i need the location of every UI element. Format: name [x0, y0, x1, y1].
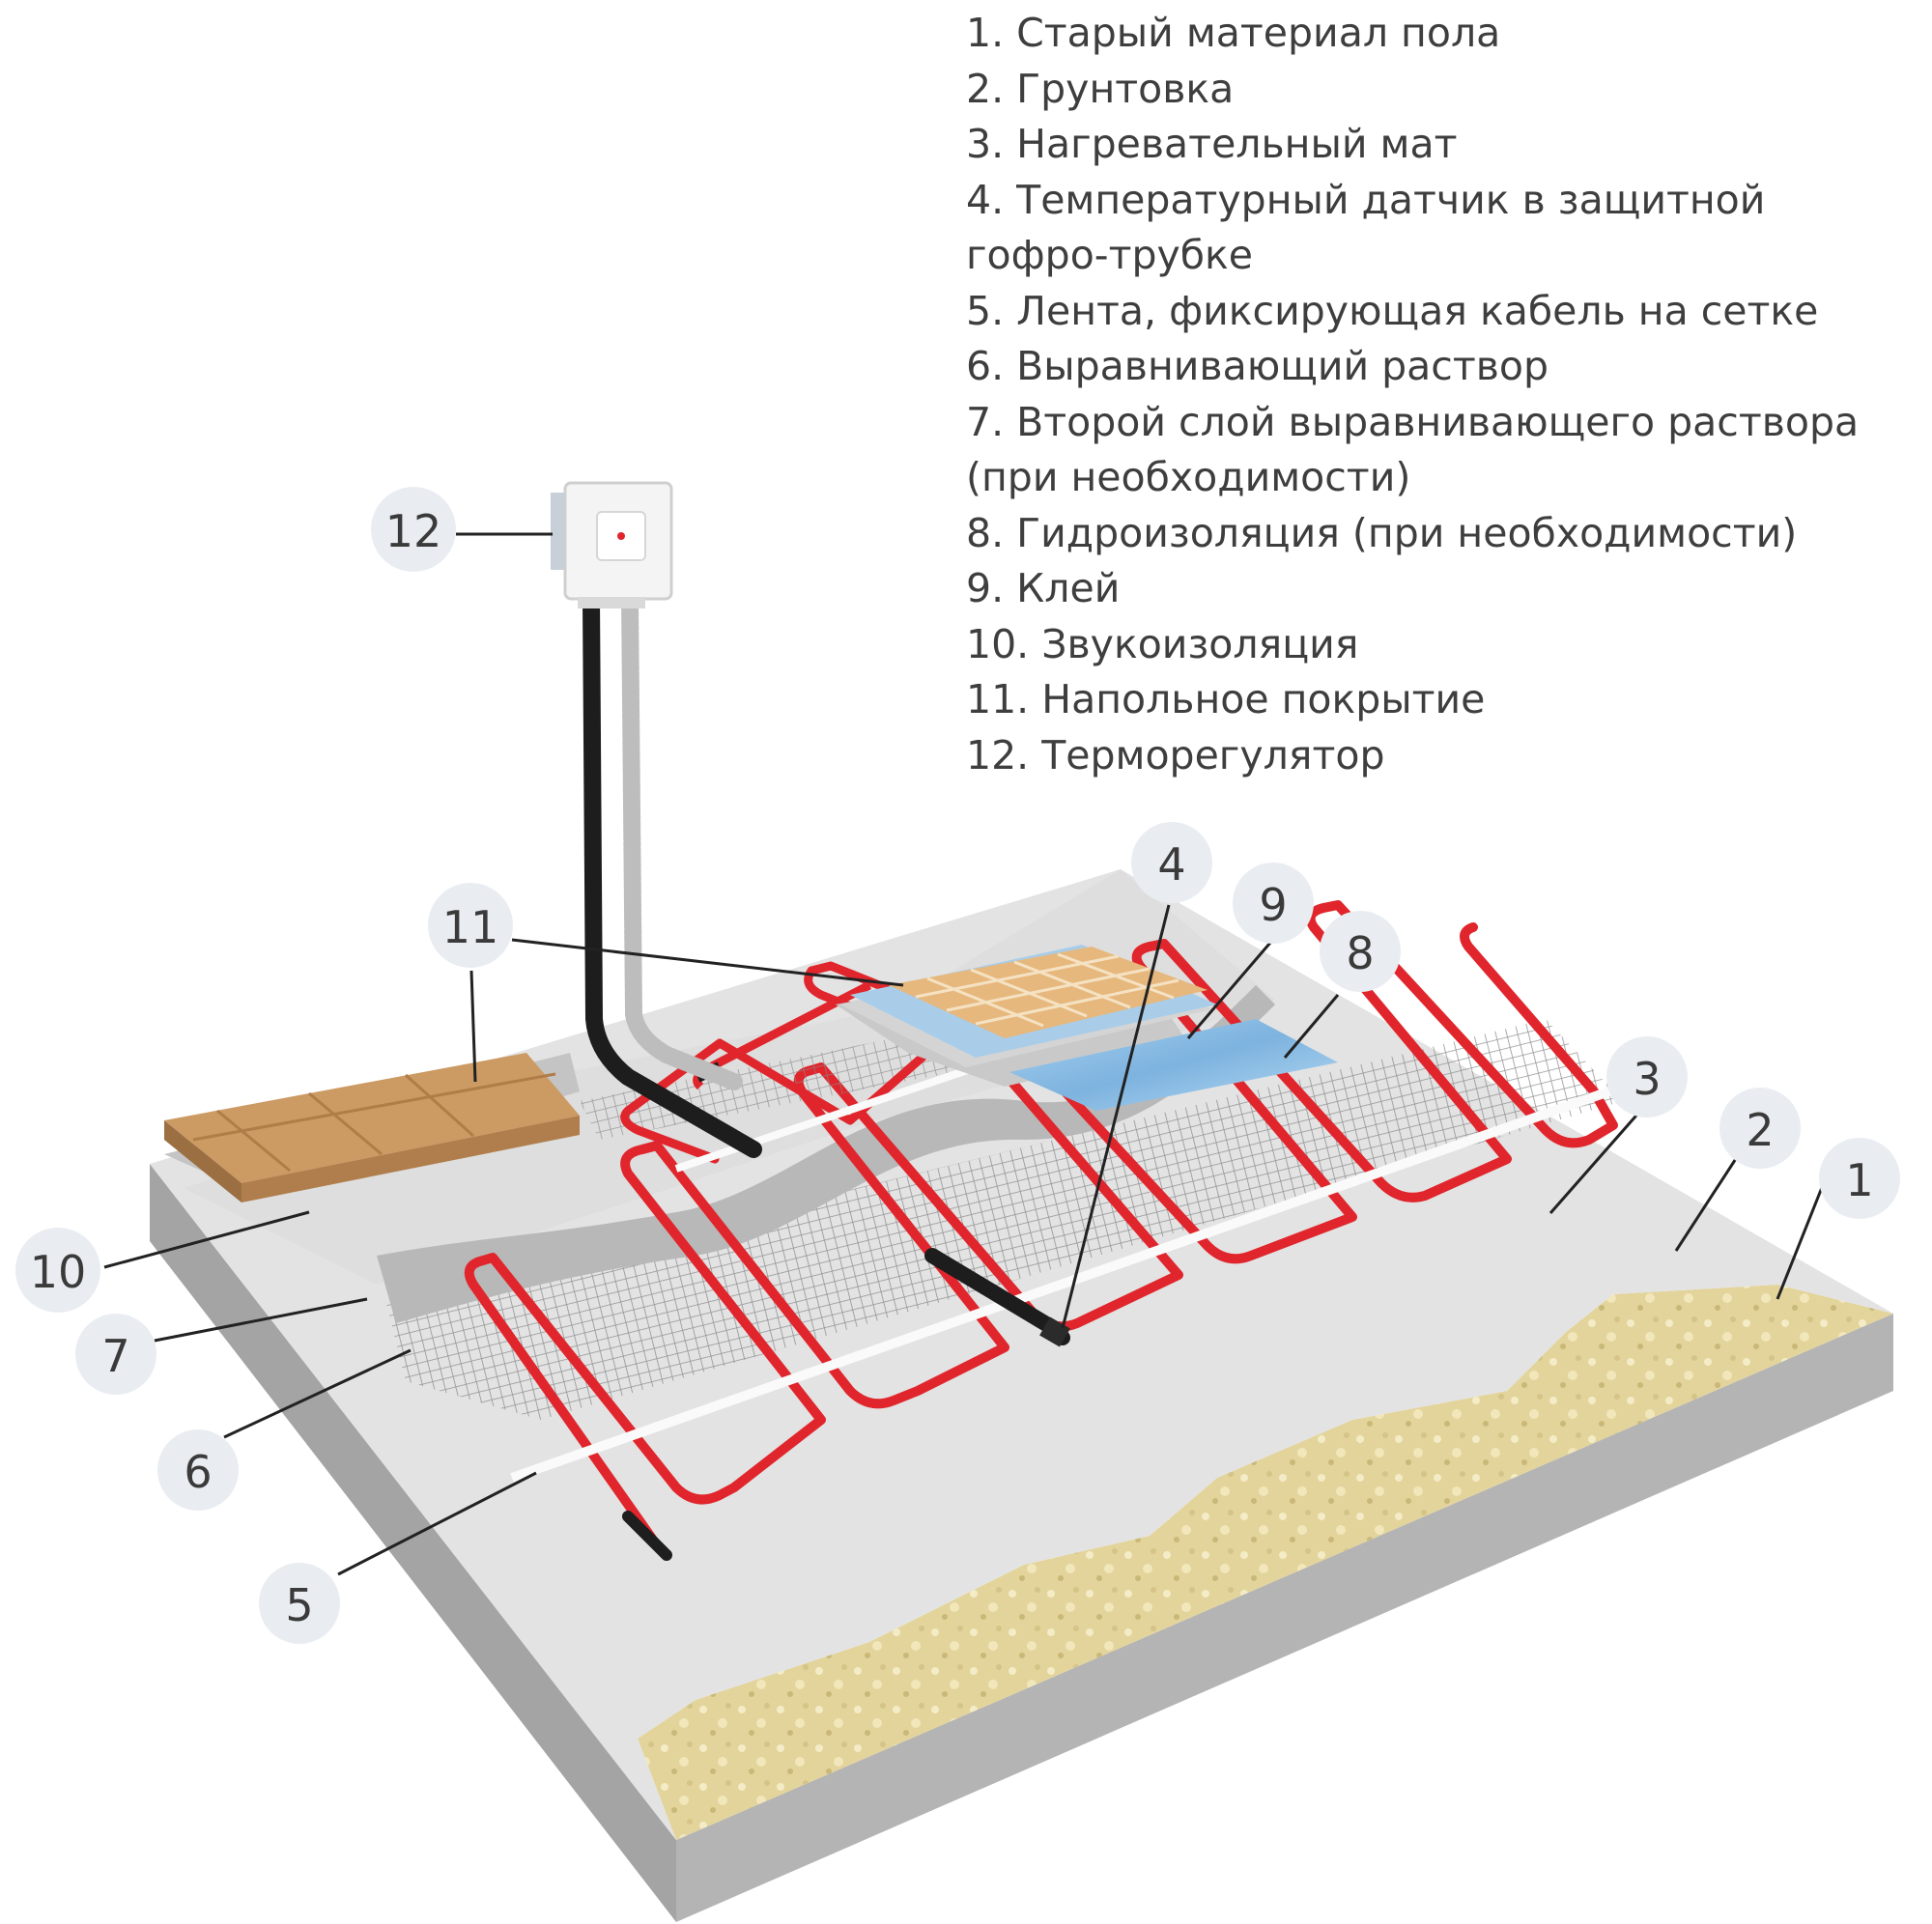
legend-item-4-cont: гофро-трубке — [966, 232, 1254, 278]
fixing-tape — [510, 1082, 1625, 1483]
callout-6: 6 — [157, 1429, 239, 1511]
wood-floor-edge-front — [242, 1116, 580, 1202]
svg-text:7: 7 — [101, 1330, 129, 1382]
svg-text:4: 4 — [1157, 838, 1185, 891]
wood-plank-line — [216, 1109, 291, 1173]
sensor-corrugated-tube — [621, 590, 743, 1090]
old-floor-layer — [638, 1285, 1893, 1840]
slab-left-side — [150, 1164, 676, 1922]
svg-text:1: 1 — [1845, 1154, 1873, 1206]
callout-1: 1 — [1819, 1138, 1900, 1219]
waterproofing-layer — [1009, 1019, 1338, 1111]
leader-lines — [103, 532, 1825, 1576]
leveling-screed-layer — [377, 985, 1275, 1323]
slab-right-side — [676, 1314, 1893, 1922]
legend-item-7: 7. Второй слой выравнивающего раствора — [966, 398, 1860, 445]
front-heating-cable — [464, 900, 1618, 1550]
wood-plank-line — [404, 1073, 475, 1138]
svg-text:10: 10 — [30, 1246, 87, 1298]
svg-text:9: 9 — [1259, 879, 1287, 931]
callout-12: 12 — [371, 487, 456, 572]
legend-item-12: 12. Терморегулятор — [966, 731, 1385, 778]
legend-item-4: 4. Температурный датчик в защитной — [966, 176, 1766, 223]
callout-5: 5 — [259, 1563, 340, 1644]
legend-item-10: 10. Звукоизоляция — [966, 620, 1359, 667]
svg-text:3: 3 — [1633, 1053, 1661, 1105]
cable-end — [622, 1511, 672, 1561]
svg-text:12: 12 — [385, 505, 442, 557]
svg-text:5: 5 — [285, 1579, 313, 1631]
callout-11: 11 — [428, 883, 513, 968]
tile-floor-top — [889, 947, 1208, 1038]
thermostat-indicator-icon — [617, 532, 625, 540]
legend-list: 1. Старый материал пола 2. Грунтовка 3. … — [966, 6, 1893, 783]
callout-9: 9 — [1233, 863, 1314, 944]
legend-item-2: 2. Грунтовка — [966, 65, 1235, 112]
thermostat-cable-gland — [578, 597, 645, 608]
svg-text:8: 8 — [1346, 927, 1374, 979]
callout-8: 8 — [1320, 911, 1401, 992]
legend-item-3: 3. Нагревательный мат — [966, 121, 1458, 167]
callout-3: 3 — [1606, 1036, 1688, 1118]
callout-10: 10 — [15, 1228, 100, 1313]
legend-item-6: 6. Выравнивающий раствор — [966, 343, 1549, 389]
legend-item-1: 1. Старый материал пола — [966, 10, 1501, 56]
svg-text:11: 11 — [442, 901, 499, 953]
wood-plank-line — [308, 1091, 383, 1156]
legend-item-5: 5. Лента, фиксирующая кабель на сетке — [966, 287, 1819, 334]
legend-item-11: 11. Напольное покрытие — [966, 676, 1486, 722]
wood-floor-edge — [164, 1120, 242, 1202]
power-cable — [582, 590, 762, 1158]
legend-item-7-cont: (при необходимости) — [966, 454, 1411, 500]
callout-4: 4 — [1131, 822, 1212, 903]
svg-text:2: 2 — [1746, 1104, 1774, 1156]
back-fixing-tape — [674, 1054, 1007, 1173]
svg-text:6: 6 — [184, 1446, 212, 1498]
legend-item-9: 9. Клей — [966, 565, 1121, 611]
heating-mat-mesh — [386, 1019, 1623, 1420]
wood-plank-line — [192, 1072, 556, 1142]
callout-2: 2 — [1719, 1088, 1801, 1169]
wood-floor-top — [164, 1053, 580, 1183]
tile-grid — [915, 952, 1179, 1028]
callout-7: 7 — [75, 1314, 156, 1395]
legend-item-8: 8. Гидроизоляция (при необходимости) — [966, 509, 1798, 556]
